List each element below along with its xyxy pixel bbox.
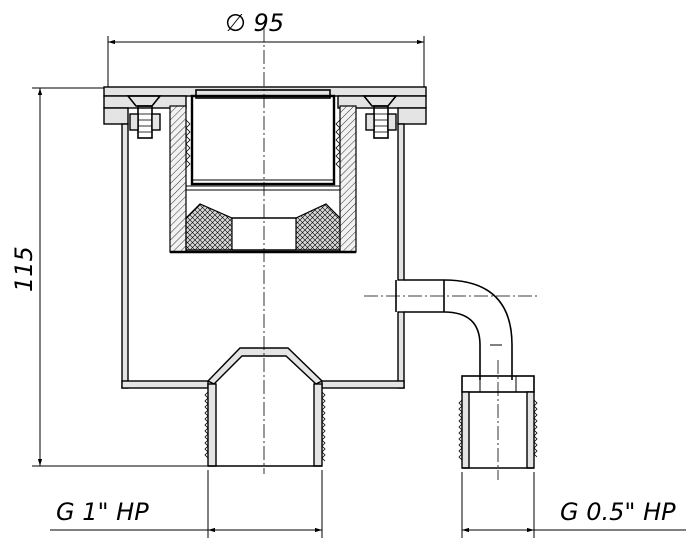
housing-right-wall-upper — [397, 123, 405, 281]
outlet-cone — [206, 347, 324, 385]
thread-main-dimension: G 1" НР — [50, 470, 323, 538]
cup-right-wall — [339, 105, 357, 253]
thread-branch-dimension: G 0.5" НР — [461, 472, 686, 538]
outlet-right-wall — [313, 383, 323, 467]
housing-bottom-left — [121, 380, 209, 389]
cup-left-wall — [169, 105, 187, 253]
flange-top-plate — [103, 86, 427, 97]
thread-main-label: G 1" НР — [56, 498, 149, 526]
height-dimension: 115 — [10, 87, 210, 467]
side-branch — [395, 279, 538, 469]
housing — [121, 123, 405, 389]
top-flange — [103, 86, 427, 125]
diameter-label: ∅ 95 — [225, 9, 284, 37]
elbow-inner — [404, 311, 481, 380]
flange-right-lip — [397, 107, 427, 125]
height-label: 115 — [10, 246, 38, 292]
thread-branch-label: G 0.5" НР — [560, 498, 676, 526]
elbow-outer — [404, 279, 513, 380]
inner-cup — [169, 89, 357, 254]
screw-right — [365, 105, 397, 139]
housing-right-wall-lower — [397, 311, 405, 389]
gasket-left — [185, 203, 233, 251]
gasket-right — [295, 203, 341, 251]
outlet-left-wall — [207, 383, 217, 467]
housing-left-wall — [121, 123, 129, 389]
diameter-dimension: ∅ 95 — [107, 9, 425, 92]
housing-bottom-right — [321, 380, 405, 389]
main-outlet — [204, 347, 326, 467]
axis-lines — [263, 28, 540, 480]
cup-insert-rim — [195, 89, 331, 99]
flange-left-lip — [103, 107, 129, 125]
screw-left — [129, 105, 161, 139]
cup-insert — [190, 94, 336, 186]
